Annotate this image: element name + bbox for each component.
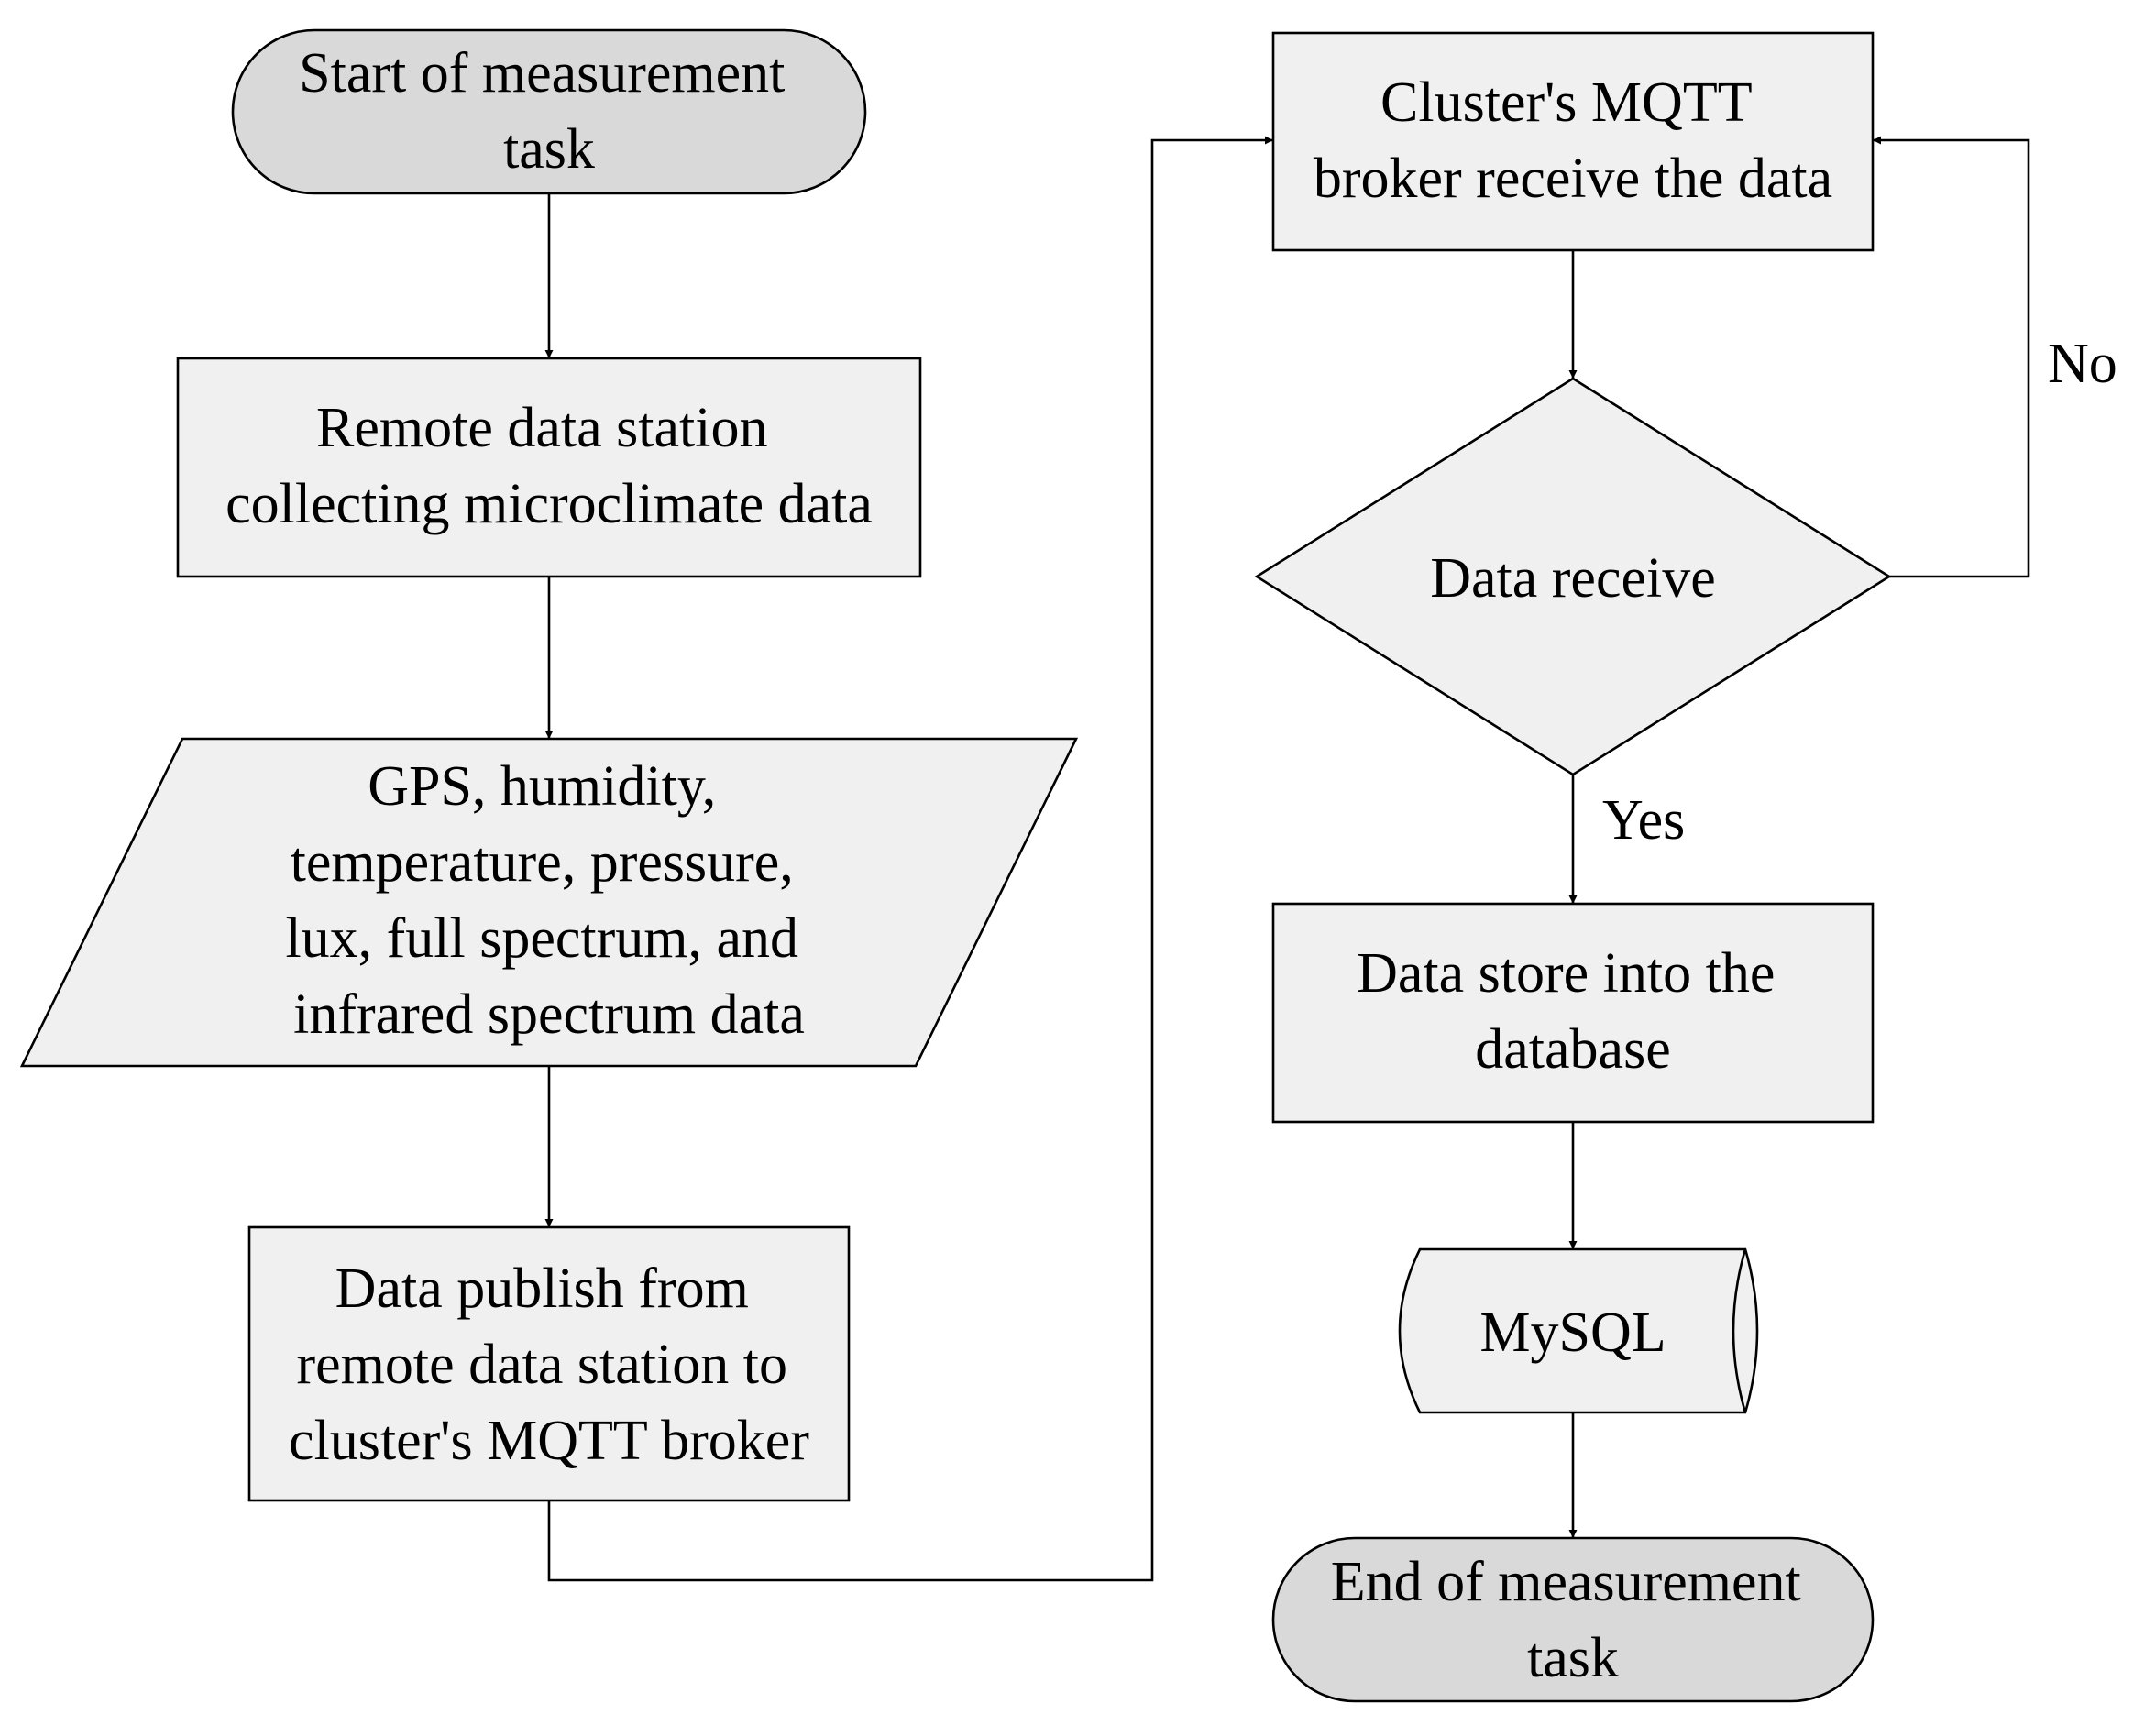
publish-node-label: Data publish from remote data station to… xyxy=(289,1258,809,1472)
broker-node-label: Cluster's MQTT broker receive the data xyxy=(1314,71,1832,210)
mysql-storage-inner-curve xyxy=(1732,1248,1747,1413)
start-node-label: Start of measurement task xyxy=(299,42,799,181)
decision-node: Data receive xyxy=(1254,377,1892,776)
publish-process-shape xyxy=(247,1225,851,1502)
start-node: Start of measurement task xyxy=(231,28,867,195)
broker-process-shape xyxy=(1271,31,1875,252)
decision-node-label: Data receive xyxy=(1430,547,1715,610)
edge-label-no: No xyxy=(2048,333,2117,395)
edge-decision-no-loop xyxy=(1873,136,2030,578)
publish-node: Data publish from remote data station to… xyxy=(247,1225,851,1502)
mysql-node: MySQL xyxy=(1398,1247,1759,1414)
collect-process-shape xyxy=(176,357,922,578)
data-types-node-label: GPS, humidity, temperature, pressure, lu… xyxy=(285,755,812,1046)
end-node: End of measurement task xyxy=(1271,1536,1875,1703)
store-node-label: Data store into the database xyxy=(1357,942,1789,1081)
collect-node: Remote data station collecting microclim… xyxy=(176,357,922,578)
mysql-node-label: MySQL xyxy=(1479,1302,1666,1364)
store-node: Data store into the database xyxy=(1271,902,1875,1124)
store-process-shape xyxy=(1271,902,1875,1124)
collect-node-label: Remote data station collecting microclim… xyxy=(225,397,873,535)
data-types-io-shape xyxy=(19,737,1079,1068)
edge-publish-to-broker xyxy=(547,136,1273,1582)
edge-label-yes: Yes xyxy=(1602,789,1685,852)
broker-node: Cluster's MQTT broker receive the data xyxy=(1271,31,1875,252)
data-types-node: GPS, humidity, temperature, pressure, lu… xyxy=(19,737,1079,1068)
end-node-label: End of measurement task xyxy=(1331,1551,1816,1689)
